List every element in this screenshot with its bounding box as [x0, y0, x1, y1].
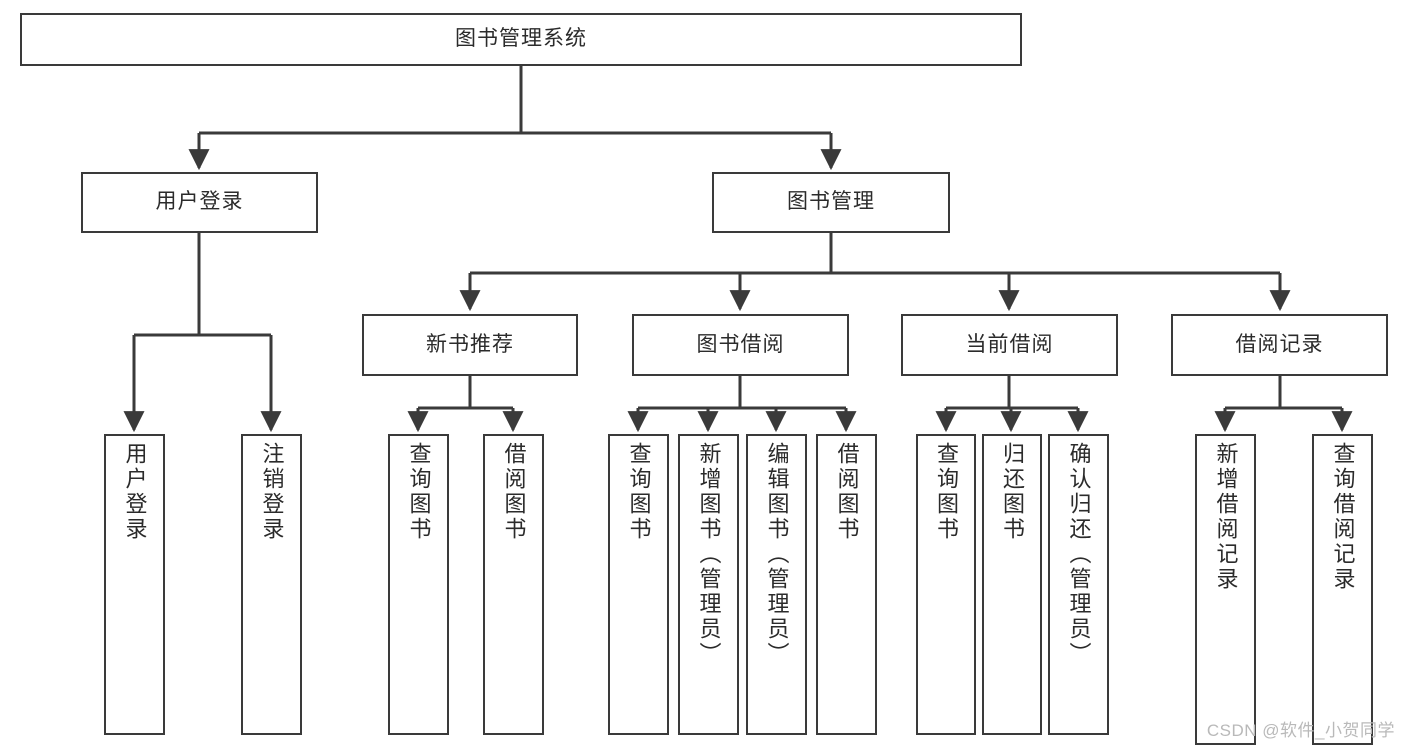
leaf-query-borrow-record-label: 查询借阅记录	[1330, 442, 1356, 592]
node-user-login-label: 用户登录	[155, 190, 244, 214]
leaf-query-borrow-record[interactable]: 查询借阅记录	[1312, 434, 1373, 745]
watermark: CSDN @软件_小贺同学	[1206, 721, 1395, 740]
leaf-confirm-return-label: 确认归还（管理员）	[1066, 442, 1092, 667]
leaf-borrow-book-2[interactable]: 借阅图书	[816, 434, 877, 735]
leaf-user-logout[interactable]: 注销登录	[241, 434, 302, 735]
leaf-borrow-book-1[interactable]: 借阅图书	[483, 434, 544, 735]
node-root-label: 图书管理系统	[455, 27, 587, 51]
node-borrow-record[interactable]: 借阅记录	[1171, 314, 1388, 376]
node-book-borrow[interactable]: 图书借阅	[632, 314, 849, 376]
node-book-management-label: 图书管理	[787, 190, 875, 214]
node-borrow-record-label: 借阅记录	[1235, 332, 1324, 356]
leaf-add-book[interactable]: 新增图书（管理员）	[678, 434, 739, 735]
leaf-query-book-3[interactable]: 查询图书	[916, 434, 976, 735]
node-book-management[interactable]: 图书管理	[712, 172, 950, 233]
leaf-return-book[interactable]: 归还图书	[982, 434, 1042, 735]
node-user-login[interactable]: 用户登录	[81, 172, 318, 233]
leaf-user-login-label: 用户登录	[122, 442, 148, 542]
leaf-query-book-3-label: 查询图书	[934, 442, 959, 542]
leaf-confirm-return[interactable]: 确认归还（管理员）	[1048, 434, 1109, 735]
leaf-query-book-1[interactable]: 查询图书	[388, 434, 449, 735]
node-current-borrow-label: 当前借阅	[965, 332, 1054, 356]
leaf-query-book-1-label: 查询图书	[406, 442, 432, 542]
leaf-user-logout-label: 注销登录	[259, 442, 285, 542]
node-book-borrow-label: 图书借阅	[696, 332, 785, 356]
leaf-query-book-2-label: 查询图书	[626, 442, 652, 542]
leaf-add-borrow-record[interactable]: 新增借阅记录	[1195, 434, 1256, 745]
node-current-borrow[interactable]: 当前借阅	[901, 314, 1118, 376]
node-root[interactable]: 图书管理系统	[20, 13, 1022, 66]
leaf-edit-book-label: 编辑图书（管理员）	[764, 442, 790, 667]
node-new-book-recommendation-label: 新书推荐	[426, 332, 514, 356]
leaf-query-book-2[interactable]: 查询图书	[608, 434, 669, 735]
leaf-return-book-label: 归还图书	[1000, 442, 1025, 542]
leaf-edit-book[interactable]: 编辑图书（管理员）	[746, 434, 807, 735]
leaf-borrow-book-2-label: 借阅图书	[834, 442, 860, 542]
leaf-borrow-book-1-label: 借阅图书	[501, 442, 527, 542]
leaf-add-borrow-record-label: 新增借阅记录	[1213, 442, 1239, 592]
leaf-add-book-label: 新增图书（管理员）	[696, 442, 722, 667]
node-new-book-recommendation[interactable]: 新书推荐	[362, 314, 578, 376]
leaf-user-login[interactable]: 用户登录	[104, 434, 165, 735]
